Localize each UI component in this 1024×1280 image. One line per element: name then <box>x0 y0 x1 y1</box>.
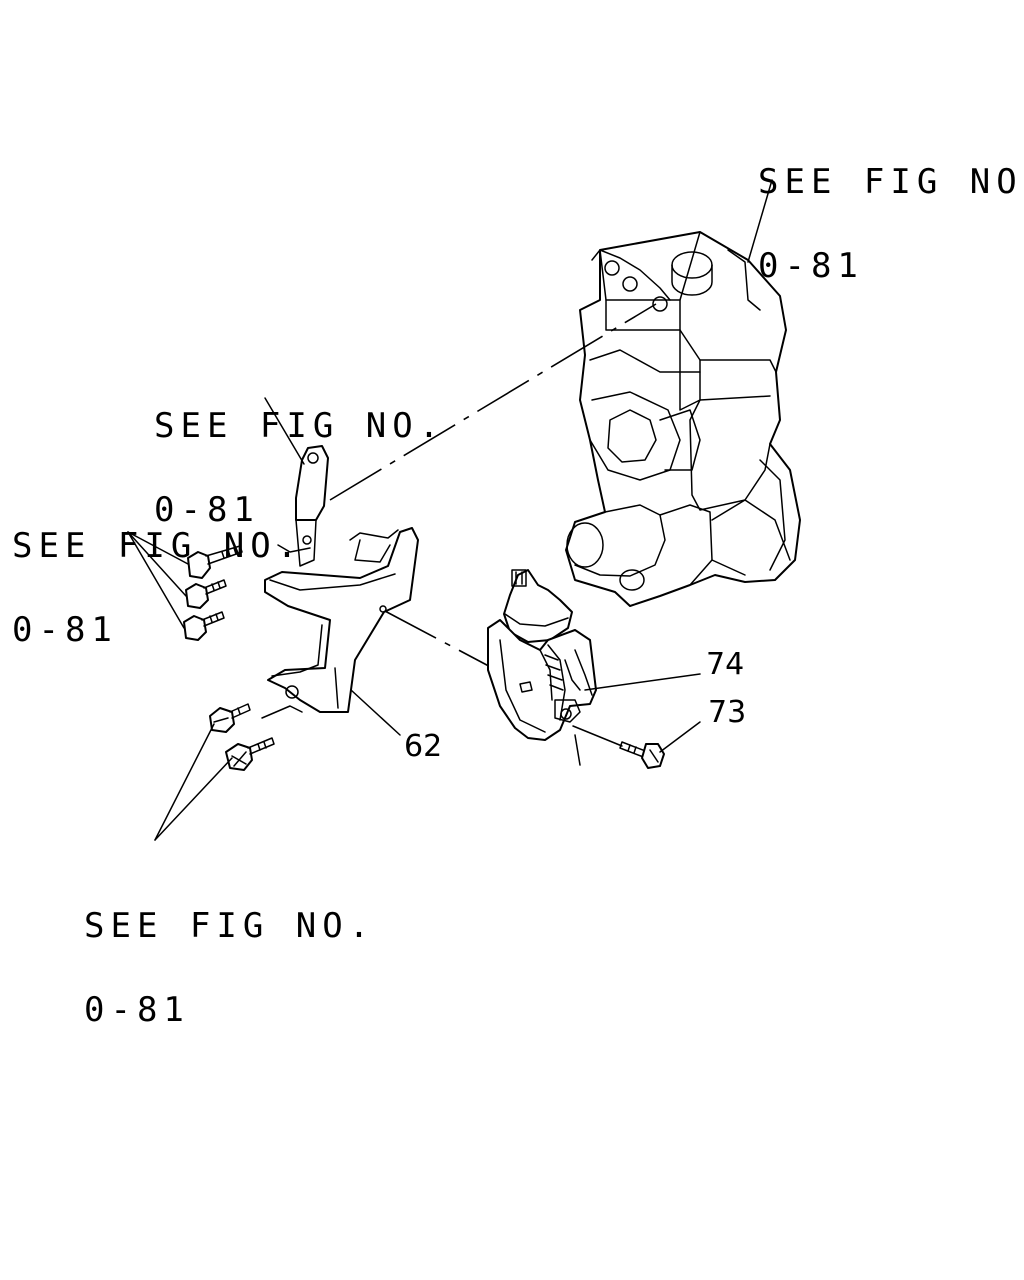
washer-lower <box>261 705 303 719</box>
bracket-62 <box>264 527 419 713</box>
alignment-line-lower <box>382 609 501 673</box>
alignment-line-upper <box>329 303 657 501</box>
upper-bolt-1 <box>187 545 243 579</box>
leader-lower-bolts-b <box>154 757 233 841</box>
leader-upper-bracket <box>264 397 305 465</box>
bolt-73 <box>619 741 665 769</box>
reference-text: SEE FIG NO. <box>84 906 376 946</box>
reference-figure-number: 0-81 <box>12 610 118 650</box>
reference-label-lower-bolts: SEE FIG NO. 0-81 <box>84 856 375 1080</box>
upper-bolt-3 <box>183 611 225 641</box>
upper-bolt-2 <box>185 579 227 609</box>
part-number-74: 74 <box>706 647 745 682</box>
part-number-62: 62 <box>404 729 443 764</box>
reference-text: SEE FIG NO. <box>12 526 304 566</box>
dash-bolt-73 <box>572 725 623 747</box>
leader-pump <box>747 179 773 263</box>
reference-figure-number: 0-81 <box>84 990 190 1030</box>
leader-62 <box>350 689 401 736</box>
injection-pump <box>565 231 801 607</box>
reference-figure-number: 0-81 <box>154 490 260 530</box>
leader-upper-bolts-a <box>127 531 189 565</box>
leader-upper-bolts-c <box>127 531 185 629</box>
part-number-73: 73 <box>708 695 747 730</box>
leader-74 <box>584 673 701 691</box>
reference-label-upper-bracket: SEE FIG NO. 0-81 <box>154 356 445 580</box>
leader-upper-bolts-b <box>127 531 187 597</box>
reference-text: SEE FIG NO. <box>154 406 446 446</box>
lower-bolt-1 <box>209 703 251 733</box>
reference-text: SEE FIG NO. <box>758 162 1024 202</box>
reference-figure-number: 0-81 <box>758 246 864 286</box>
actuator-74 <box>487 569 597 766</box>
reference-label-pump: SEE FIG NO. 0-81 <box>758 112 1024 336</box>
reference-label-upper-bolts: SEE FIG NO. 0-81 <box>12 476 303 700</box>
lower-bolt-2 <box>225 737 275 771</box>
leader-73 <box>659 721 701 753</box>
leader-lower-bolts-a <box>154 723 215 841</box>
